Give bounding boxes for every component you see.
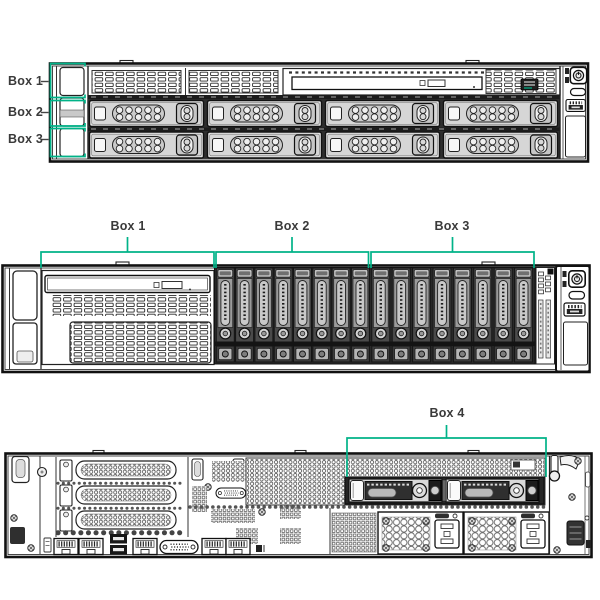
power-button-icon <box>569 66 588 85</box>
nic-port-1 <box>54 539 78 555</box>
rear-box4-label: Box 4 <box>429 406 465 420</box>
hpe-logo-badge <box>520 78 539 91</box>
box3-lff-drive-row <box>88 131 560 159</box>
serial-port-icon <box>256 545 262 552</box>
lff-box1-label: Box 1 <box>8 74 44 88</box>
pcie-slot-area <box>55 457 189 537</box>
vga-port <box>159 539 199 555</box>
vent-grille <box>280 528 301 544</box>
screw <box>553 546 561 554</box>
sff-box-brackets <box>40 237 535 268</box>
lff-drive <box>442 99 559 128</box>
led-status-strip <box>535 267 555 365</box>
rear-sff-drive <box>348 478 443 503</box>
box1-media-panel <box>41 269 215 366</box>
vent-grille <box>69 321 212 364</box>
uid-button-icon <box>568 290 586 300</box>
ilo-port <box>133 539 157 555</box>
power-supply-bay <box>188 505 550 554</box>
health-led-icon <box>565 68 569 74</box>
screw <box>574 457 582 465</box>
nic-led-icon <box>565 77 569 83</box>
box4-rear-drive-cage <box>245 457 546 506</box>
toggle-block <box>10 527 25 544</box>
nic-port-2 <box>79 539 103 555</box>
rear-right-ear <box>548 454 591 554</box>
lff-box2-label: Box 2 <box>8 105 44 119</box>
label-leader-dashes <box>41 80 49 141</box>
nic-port-3 <box>202 539 226 555</box>
sff-box2-label: Box 2 <box>274 219 310 233</box>
lff-drive <box>206 99 323 128</box>
uid-button-icon <box>569 87 587 97</box>
rear-io-ports <box>43 534 265 555</box>
usb-port-icon <box>564 98 587 113</box>
screw <box>27 544 35 552</box>
vent-grille <box>331 512 377 553</box>
rear-view <box>4 425 593 559</box>
optical-drive-bay <box>47 277 208 291</box>
health-led-icon <box>562 271 567 277</box>
lff-drive <box>324 131 441 159</box>
sff-drive-bays <box>214 266 536 365</box>
left-bezel-ear <box>56 66 89 159</box>
screw <box>568 493 576 501</box>
lff-drive <box>442 131 559 159</box>
rear-box4-bracket <box>346 425 547 477</box>
vent-grille <box>52 295 211 316</box>
power-supply-1 <box>378 512 463 554</box>
power-supply-2 <box>464 512 549 554</box>
screw <box>258 508 266 516</box>
sff-box1-label: Box 1 <box>110 219 146 233</box>
vent-grille <box>211 509 255 523</box>
lff-box-brackets <box>49 62 86 158</box>
front-view-sff <box>1 237 591 374</box>
vent-grille <box>212 461 252 482</box>
usb-port-icon <box>562 301 587 318</box>
lff-box3-label: Box 3 <box>8 132 44 146</box>
vent-grille <box>247 459 345 504</box>
box1-media-row <box>91 67 561 96</box>
vent-grille <box>345 459 544 476</box>
rear-sff-drive <box>445 478 540 503</box>
lff-drive <box>88 99 205 128</box>
nic-led-icon <box>562 281 567 287</box>
vga-port <box>215 487 247 499</box>
lff-drive <box>324 99 441 128</box>
box2-lff-drive-row <box>88 99 560 128</box>
front-control-panel <box>559 66 588 159</box>
optical-drive-bay <box>291 76 483 91</box>
front-view-lff <box>41 59 590 163</box>
lff-drive <box>88 131 205 159</box>
lff-drive <box>206 131 323 159</box>
rear-left-ear <box>10 455 48 554</box>
front-control-panel <box>555 265 591 373</box>
screw <box>10 514 18 522</box>
vent-grille <box>192 486 207 512</box>
sff-box3-label: Box 3 <box>434 219 470 233</box>
power-button-icon <box>567 269 587 289</box>
thumbscrew <box>548 470 561 482</box>
nic-port-4 <box>226 539 250 555</box>
left-bezel-ear <box>9 268 42 369</box>
